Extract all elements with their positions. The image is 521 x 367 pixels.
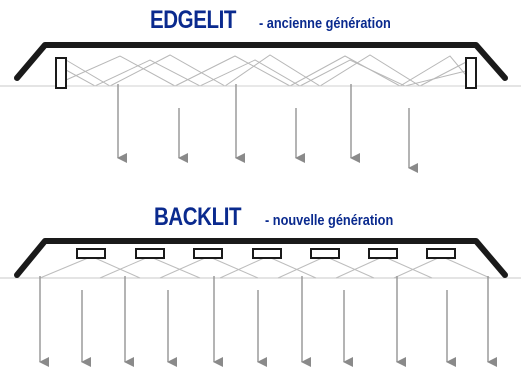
backlit-led — [426, 248, 456, 259]
edgelit-title-main: EDGELIT — [150, 6, 236, 34]
backlit-leds — [76, 248, 456, 259]
backlit-led — [135, 248, 165, 259]
edgelit-led-left — [55, 57, 67, 89]
backlit-title-main: BACKLIT — [154, 203, 242, 231]
edgelit-title: EDGELIT - ancienne génération — [150, 6, 414, 35]
backlit-title-sub: - nouvelle génération — [264, 212, 393, 229]
edgelit-title-sub: - ancienne génération — [259, 15, 392, 32]
edgelit-led-right — [465, 57, 477, 89]
backlit-led — [368, 248, 398, 259]
backlit-led — [76, 248, 106, 259]
edgelit-output-arrows — [117, 84, 418, 173]
edgelit-diagram — [0, 42, 521, 173]
edgelit-frame — [14, 42, 508, 81]
backlit-led — [310, 248, 340, 259]
backlit-output-arrows — [39, 276, 497, 367]
backlit-diagram — [0, 238, 521, 367]
backlit-frame — [14, 238, 508, 278]
edgelit-light-rays — [65, 54, 471, 87]
backlit-led — [193, 248, 223, 259]
backlit-title: BACKLIT - nouvelle génération — [154, 203, 416, 232]
backlit-light-rays — [39, 257, 491, 279]
backlit-led — [252, 248, 282, 259]
